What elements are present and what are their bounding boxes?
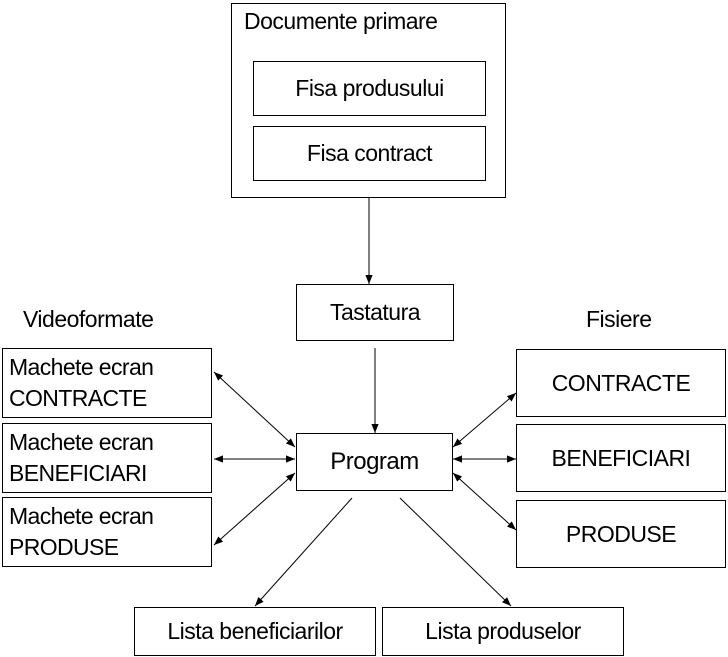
output-box-lista-beneficiarilor: Lista beneficiarilor bbox=[134, 607, 376, 656]
documents-title: Documente primare bbox=[244, 8, 438, 34]
output-box-lista-produselor: Lista produselor bbox=[382, 607, 624, 656]
videoformat-line2: PRODUSE bbox=[9, 534, 119, 560]
videoformat-line2: BENEFICIARI bbox=[9, 460, 147, 486]
videoformat-line1: Machete ecran bbox=[9, 429, 154, 455]
videoformat-box-beneficiari: Machete ecran BENEFICIARI bbox=[2, 423, 212, 493]
file-box-beneficiari: BENEFICIARI bbox=[516, 424, 726, 492]
videoformat-box-contracte: Machete ecran CONTRACTE bbox=[2, 348, 212, 418]
videoformat-line1: Machete ecran bbox=[9, 503, 154, 529]
file-label: PRODUSE bbox=[565, 520, 677, 547]
file-box-produse: PRODUSE bbox=[516, 500, 726, 568]
document-label: Fisa produsului bbox=[295, 75, 444, 101]
arrow-program-file-contracte bbox=[452, 392, 517, 448]
videoformat-line2: CONTRACTE bbox=[9, 385, 147, 411]
videoformats-title: Videoformate bbox=[23, 306, 154, 332]
document-box-fisa-contract: Fisa contract bbox=[253, 126, 486, 181]
file-box-contracte: CONTRACTE bbox=[516, 349, 726, 417]
arrow-program-to-lista-produselor bbox=[399, 497, 512, 607]
program-box: Program bbox=[296, 433, 453, 491]
output-label: Lista beneficiarilor bbox=[167, 618, 343, 644]
document-box-fisa-produsului: Fisa produsului bbox=[253, 61, 486, 116]
file-label: BENEFICIARI bbox=[551, 444, 691, 471]
arrow-program-videoformat-produse bbox=[213, 472, 296, 546]
file-label: CONTRACTE bbox=[551, 369, 691, 396]
output-label: Lista produselor bbox=[425, 618, 581, 644]
arrow-program-to-lista-beneficiarilor bbox=[254, 497, 353, 607]
files-title: Fisiere bbox=[586, 306, 652, 332]
arrow-program-file-produse bbox=[452, 472, 517, 531]
keyboard-label: Tastatura bbox=[329, 299, 421, 325]
videoformat-box-produse: Machete ecran PRODUSE bbox=[2, 497, 212, 567]
videoformat-line1: Machete ecran bbox=[9, 354, 154, 380]
document-label: Fisa contract bbox=[306, 140, 433, 166]
program-label: Program bbox=[330, 448, 419, 475]
arrow-program-videoformat-contracte bbox=[213, 371, 296, 448]
keyboard-box: Tastatura bbox=[296, 284, 454, 341]
